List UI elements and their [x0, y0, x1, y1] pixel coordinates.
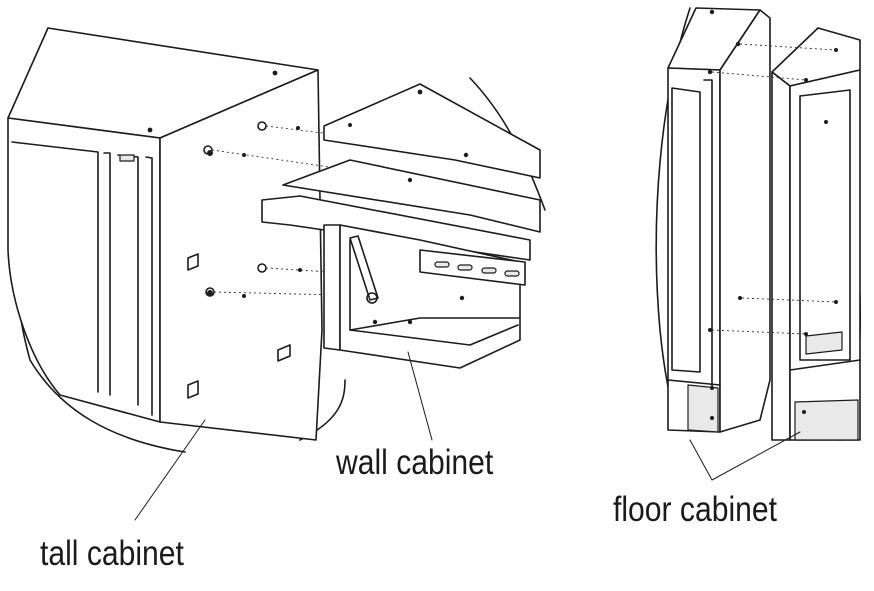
- leader-floor-cabinet-right: [711, 431, 801, 481]
- leader-wall-cabinet: [407, 351, 433, 441]
- floor-cabinet-right: [771, 27, 861, 441]
- side-slot: [187, 253, 291, 399]
- label-tall-cabinet: tall cabinet: [40, 534, 184, 573]
- tall-cabinet: [7, 27, 323, 441]
- detail-view-right: [655, 7, 862, 481]
- floor-cabinet-left: [667, 7, 771, 433]
- leader-floor-cabinet-left: [689, 439, 713, 481]
- detail-view-left: [7, 27, 546, 521]
- label-wall-cabinet: wall cabinet: [336, 443, 494, 482]
- label-floor-cabinet: floor cabinet: [613, 490, 777, 529]
- wall-cabinet: [261, 83, 541, 369]
- leader-tall-cabinet: [134, 419, 206, 521]
